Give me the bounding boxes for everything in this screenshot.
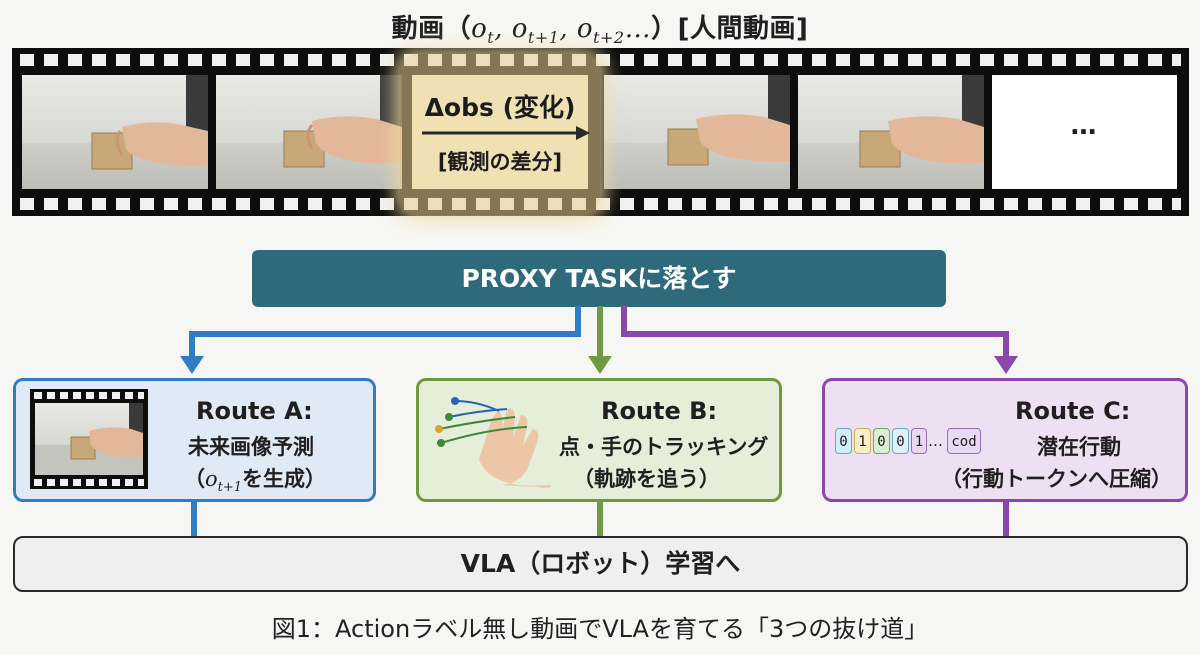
film-strip: … xyxy=(12,48,1189,216)
math-o: , o xyxy=(494,14,528,44)
math-sub-t1: t+1 xyxy=(527,28,560,48)
hand-block-image xyxy=(667,114,790,166)
route-a-line1: 未来画像予測 xyxy=(188,435,314,459)
video-frame-2 xyxy=(216,75,402,189)
diff-label: Δobs (変化) xyxy=(424,93,576,122)
route-c-box: 0 1 0 0 1 … cod Route C: 潜在行動 （行動トークンへ圧縮… xyxy=(822,378,1188,502)
route-b-line1: 点・手のトラッキング xyxy=(559,435,769,459)
code-token: cod xyxy=(947,428,981,454)
video-frame-1 xyxy=(22,75,208,189)
route-connectors xyxy=(180,306,1018,538)
math-ellipsis: … xyxy=(624,14,652,44)
latent-token: 1 xyxy=(911,428,927,454)
right-arrow-icon xyxy=(422,126,590,140)
route-b-line2: （軌跡を追う） xyxy=(573,467,720,491)
arrow-down-icon xyxy=(588,356,612,374)
latent-token: 0 xyxy=(835,428,852,454)
hand-block-image xyxy=(283,116,402,168)
hand-block-image xyxy=(91,122,208,170)
vla-learning-bar: VLA（ロボット）学習へ xyxy=(13,536,1188,592)
math-o: , o xyxy=(559,14,594,44)
sprocket-holes-bottom xyxy=(20,198,1181,210)
route-b-title: Route B: xyxy=(601,397,718,425)
arrow-down-icon xyxy=(180,356,204,374)
route-c-title: Route C: xyxy=(1015,397,1131,425)
title-suffix: ）[人間動画] xyxy=(651,14,809,44)
route-c-line1: 潜在行動 xyxy=(1037,435,1121,459)
route-b-box: Route B: 点・手のトラッキング （軌跡を追う） xyxy=(416,378,782,502)
latent-token: 0 xyxy=(892,428,909,454)
title-math: ot, ot+1, ot+2… xyxy=(471,14,652,48)
video-frame-ellipsis: … xyxy=(992,75,1177,189)
math-o: o xyxy=(471,14,488,44)
latent-token: 1 xyxy=(854,428,871,454)
figure-caption: 図1：Actionラベル無し動画でVLAを育てる「3つの抜け道」 xyxy=(271,615,929,643)
diff-sub-label: [観測の差分] xyxy=(437,150,563,174)
future-frame-image xyxy=(35,403,143,475)
arrow-down-icon xyxy=(994,356,1018,374)
video-frame-4 xyxy=(604,75,790,189)
hand-block-image xyxy=(859,116,984,168)
route-a-line2: （ot+1を生成） xyxy=(184,467,327,496)
route-a-title: Route A: xyxy=(196,397,313,425)
latent-token: 0 xyxy=(873,428,890,454)
token-ellipsis: … xyxy=(928,432,943,450)
route-a-box: Route A: 未来画像予測 （ot+1を生成） xyxy=(13,378,376,502)
sprocket-holes-top xyxy=(20,54,1181,66)
mini-film-icon xyxy=(30,389,148,489)
title-prefix: 動画（ xyxy=(391,14,472,44)
route-c-line2: （行動トークンへ圧縮） xyxy=(941,467,1172,491)
video-frame-5 xyxy=(798,75,984,189)
proxy-task-box: PROXY TASKに落とす xyxy=(252,250,946,307)
math-sub-t: t xyxy=(487,28,495,48)
frame-ellipsis: … xyxy=(1070,111,1099,141)
diagram-title: 動画（ot, ot+1, ot+2…）[人間動画] xyxy=(0,8,1200,48)
hand-tracking-icon xyxy=(435,397,551,488)
math-sub-t2: t+2 xyxy=(593,28,625,48)
